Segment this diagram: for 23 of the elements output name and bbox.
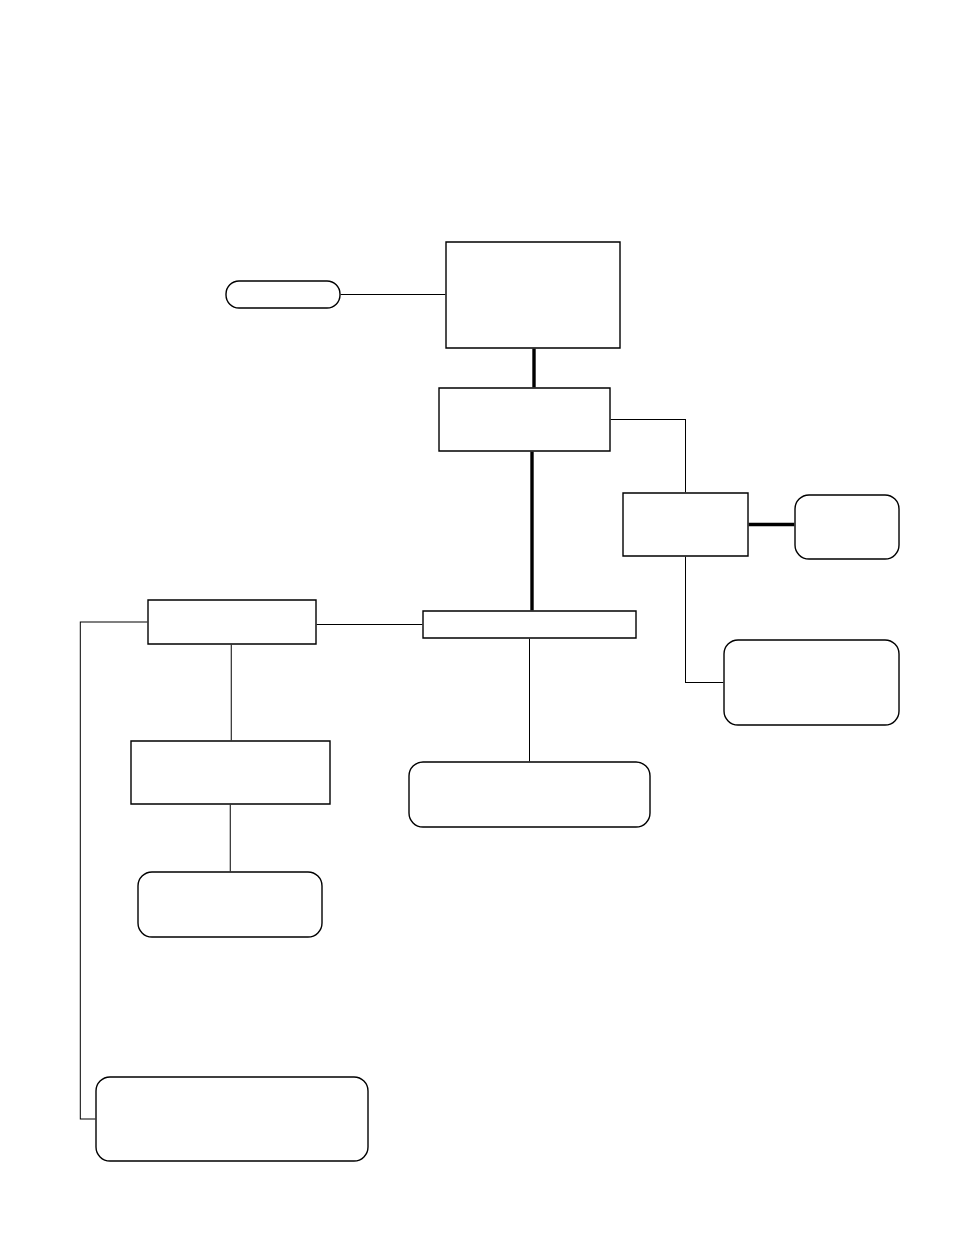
rounded-box <box>723 639 900 726</box>
rounded-box <box>794 494 900 560</box>
connector-line <box>532 348 536 388</box>
process-box <box>422 610 637 639</box>
connector-line <box>340 294 446 295</box>
pill-shape <box>225 280 341 309</box>
connector-line <box>529 638 530 762</box>
process-box <box>622 492 749 557</box>
rounded-box <box>137 871 323 938</box>
process-box <box>147 599 317 645</box>
connector-line <box>685 556 724 683</box>
connector-line <box>230 644 232 741</box>
process-box <box>438 387 611 452</box>
connector-line <box>79 621 148 1120</box>
connector-line <box>530 451 534 611</box>
connector-line <box>316 624 423 625</box>
connector-line <box>229 804 231 872</box>
rounded-box <box>408 761 651 828</box>
process-box <box>445 241 621 349</box>
process-box <box>130 740 331 805</box>
connector-line <box>748 522 795 527</box>
connector-line <box>610 419 686 493</box>
rounded-box <box>95 1076 369 1162</box>
